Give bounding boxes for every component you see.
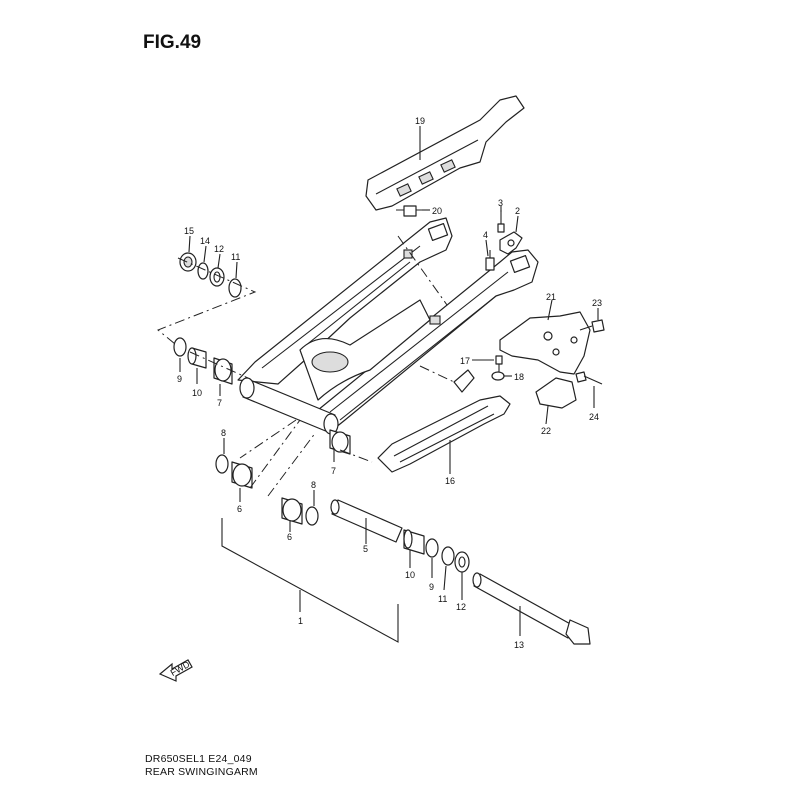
bearing-part-6b	[281, 497, 303, 525]
callout-16: 16	[445, 476, 455, 486]
callout-11-lower: 11	[438, 594, 447, 604]
bearing-part-6a	[231, 461, 253, 489]
spacer-part-12a	[209, 267, 225, 287]
cap-part-15	[179, 252, 197, 272]
callout-9-upper: 9	[177, 374, 182, 384]
chain-case-part-19	[365, 95, 525, 211]
callout-17: 17	[460, 356, 470, 366]
callout-18: 18	[514, 372, 524, 382]
callout-23: 23	[592, 298, 602, 308]
seal-part-9a	[173, 337, 187, 357]
spacer-part-12b	[454, 551, 470, 573]
fwd-arrow-icon: FWD	[158, 659, 193, 682]
bushing-part-10b	[403, 529, 425, 555]
figure-title: FIG.49	[143, 32, 202, 53]
callout-6-center: 6	[287, 532, 292, 542]
callout-12-lower: 12	[456, 602, 466, 612]
callout-8-center: 8	[311, 480, 316, 490]
callout-24: 24	[589, 412, 599, 422]
screw-part-4	[485, 250, 495, 271]
callout-21: 21	[546, 292, 556, 302]
swingarm-assembly-bracket	[221, 518, 399, 643]
callout-22: 22	[541, 426, 551, 436]
callout-4: 4	[483, 230, 488, 240]
seal-part-11a	[228, 278, 242, 298]
callout-20: 20	[432, 206, 442, 216]
callout-5: 5	[363, 544, 368, 554]
washer-part-14	[197, 262, 209, 280]
diagram-caption: REAR SWINGINGARM	[145, 766, 258, 778]
callout-8-left: 8	[221, 428, 226, 438]
callout-11-upper: 11	[231, 252, 240, 262]
callout-labels: 19 20 3 2 4 15 14 12 11 21 23 17 18 9 10…	[177, 116, 602, 650]
callout-9-lower: 9	[429, 582, 434, 592]
callout-12-upper: 12	[214, 244, 224, 254]
sleeve-part-5	[330, 499, 403, 543]
bearing-part-7a	[213, 357, 233, 385]
seal-part-11b	[441, 546, 455, 566]
screw-part-17	[495, 355, 503, 372]
callout-7-lower: 7	[331, 466, 336, 476]
bearing-part-7b	[329, 429, 351, 455]
washer-part-18	[491, 371, 505, 381]
callout-2: 2	[515, 206, 520, 216]
seal-part-8a	[215, 454, 229, 474]
callout-10-lower: 10	[405, 570, 415, 580]
callout-6-left: 6	[237, 504, 242, 514]
seal-part-9b	[425, 538, 439, 558]
callout-14: 14	[200, 236, 210, 246]
callout-13: 13	[514, 640, 524, 650]
guard-part-22	[535, 377, 577, 409]
leader-16-to-arm	[419, 365, 455, 383]
bracket-part-21	[499, 311, 591, 375]
pivot-bolt-part-13	[472, 572, 591, 645]
bolt-part-20	[396, 205, 428, 217]
bolt-part-23	[579, 319, 605, 333]
chain-buffer-part-16	[377, 369, 511, 473]
callout-7-upper: 7	[217, 398, 222, 408]
bolt-part-24	[575, 371, 603, 385]
callout-15: 15	[184, 226, 194, 236]
callout-3: 3	[498, 198, 503, 208]
callout-19: 19	[415, 116, 425, 126]
leader-lines	[179, 126, 599, 636]
seal-part-8b	[305, 506, 319, 526]
screw-part-3	[497, 210, 505, 233]
centerline-left-upper	[157, 257, 257, 349]
model-code: DR650SEL1 E24_049	[145, 753, 252, 765]
callout-10-upper: 10	[192, 388, 202, 398]
centerline-lower-pivot	[239, 419, 373, 497]
swingarm-body	[237, 217, 539, 435]
leader-19-to-arm	[397, 235, 448, 306]
callout-1: 1	[298, 616, 303, 626]
bracket-part-2	[499, 231, 523, 255]
